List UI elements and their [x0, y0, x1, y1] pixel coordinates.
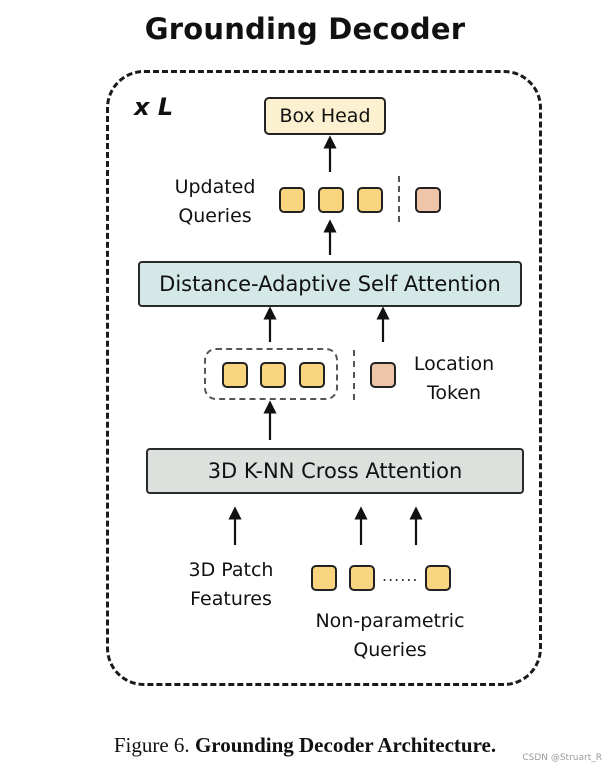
nonparam-queries-label-line1: Non-parametric — [315, 610, 465, 632]
token-separator — [398, 176, 400, 222]
updated-queries-label-line1: Updated — [174, 176, 256, 198]
box-head-block: Box Head — [264, 97, 386, 135]
patch-features-label: 3D Patch Features — [176, 556, 286, 614]
token-separator — [353, 350, 355, 400]
location-token-output — [415, 187, 441, 213]
location-token — [370, 362, 396, 388]
repeat-label: x L — [134, 93, 174, 121]
nonparam-queries-label: Non-parametric Queries — [300, 607, 480, 665]
nonparam-queries-label-line2: Queries — [353, 639, 427, 661]
query-token — [299, 362, 325, 388]
updated-queries-label-line2: Queries — [178, 205, 252, 227]
caption-prefix: Figure 6. — [113, 733, 190, 757]
nonparam-query-token — [311, 565, 337, 591]
diagram-title: Grounding Decoder — [144, 12, 466, 46]
location-token-label-line1: Location — [413, 353, 495, 375]
updated-query-token — [279, 187, 305, 213]
caption-bold-text: Grounding Decoder Architecture. — [194, 733, 497, 757]
figure-caption: Figure 6. Grounding Decoder Architecture… — [0, 733, 610, 758]
location-token-label-line2: Token — [426, 382, 482, 404]
updated-query-token — [318, 187, 344, 213]
nonparam-query-token — [425, 565, 451, 591]
updated-queries-label: Updated Queries — [164, 173, 266, 231]
patch-features-label-line1: 3D Patch — [188, 559, 274, 581]
query-token — [222, 362, 248, 388]
watermark: CSDN @Struart_R — [522, 753, 602, 763]
self-attention-block: Distance-Adaptive Self Attention — [138, 261, 522, 307]
ellipsis-dots: ...... — [382, 566, 419, 585]
query-token — [260, 362, 286, 388]
updated-query-token — [357, 187, 383, 213]
nonparam-query-token — [349, 565, 375, 591]
repeat-frame — [106, 70, 542, 686]
cross-attention-block: 3D K-NN Cross Attention — [146, 448, 524, 494]
query-group-outline — [204, 348, 338, 400]
location-token-label: Location Token — [406, 350, 502, 408]
patch-features-label-line2: Features — [190, 588, 272, 610]
